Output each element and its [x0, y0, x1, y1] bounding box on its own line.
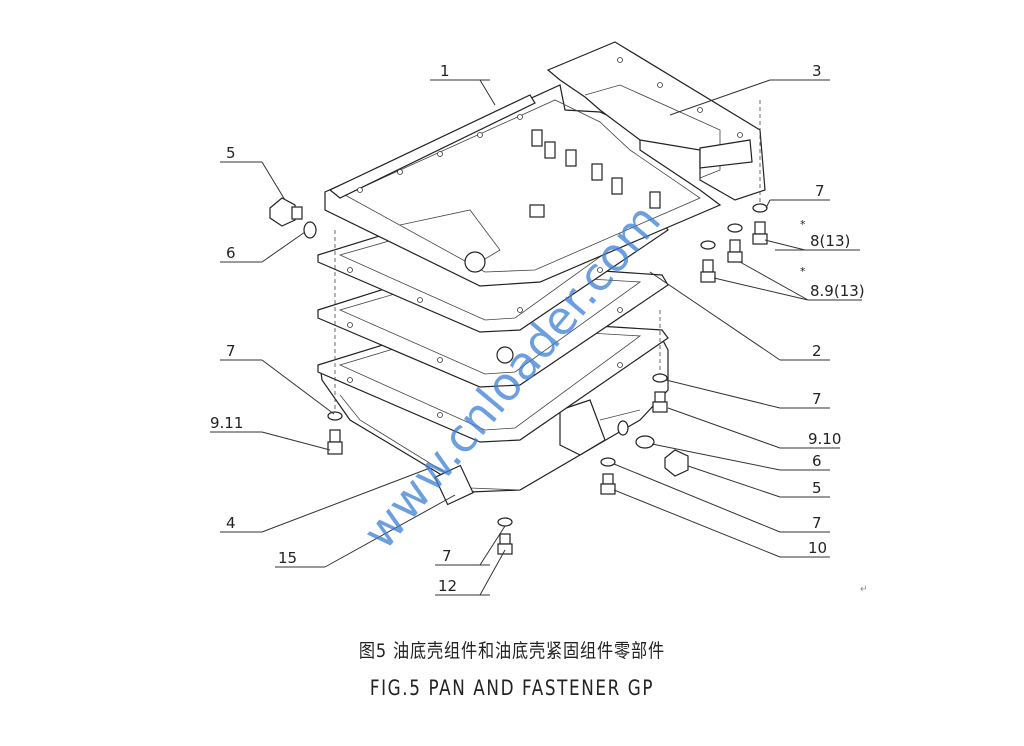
callout-8-13: 8(13) — [810, 232, 850, 250]
callout-star: * — [800, 265, 806, 278]
callout-9-10: 9.10 — [808, 430, 841, 448]
callout-5: 5 — [226, 144, 236, 162]
bolt-holes — [347, 57, 743, 418]
callout-labels: 1 3 5 6 7 * 8(13) * 8.9(13) 2 7 9.10 6 5… — [210, 62, 865, 595]
callout-15: 15 — [278, 549, 297, 567]
fitting-studs — [529, 129, 661, 218]
caption-english: FIG.5 PAN AND FASTENER GP — [369, 676, 655, 700]
cover-plate — [324, 84, 722, 287]
callout-1: 1 — [440, 62, 450, 80]
callout-star: * — [800, 218, 806, 231]
callout-9-11: 9.11 — [210, 414, 243, 432]
callout-7: 7 — [442, 547, 452, 565]
callout-12: 12 — [438, 577, 457, 595]
callout-leaders — [210, 79, 862, 596]
gasket-strip-1 — [328, 94, 536, 199]
callout-7: 7 — [812, 390, 822, 408]
drain-plug-left — [269, 197, 317, 239]
callout-6: 6 — [226, 244, 236, 262]
callout-5: 5 — [812, 479, 822, 497]
washers-and-bolts — [327, 100, 768, 555]
callout-7: 7 — [815, 182, 825, 200]
caption-chinese: 图5 油底壳组件和油底壳紧固组件零部件 — [358, 640, 666, 662]
drain-plug-right — [617, 420, 689, 477]
callout-10: 10 — [808, 539, 827, 557]
callout-8-9-13: 8.9(13) — [810, 282, 865, 300]
callout-7: 7 — [226, 342, 236, 360]
callout-3: 3 — [812, 62, 822, 80]
return-mark: ↵ — [860, 584, 868, 595]
callout-7: 7 — [812, 514, 822, 532]
gasket-plate-3 — [546, 41, 766, 201]
callout-4: 4 — [226, 514, 236, 532]
callout-6: 6 — [812, 452, 822, 470]
callout-2: 2 — [812, 342, 822, 360]
